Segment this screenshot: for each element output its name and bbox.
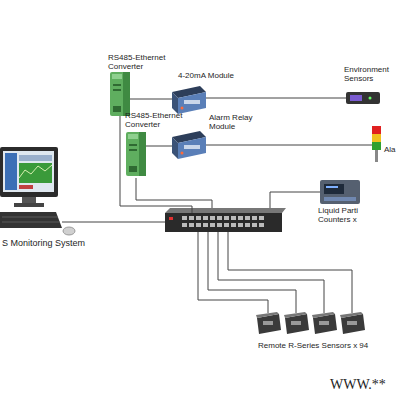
- converter-module: RS485-Ethernet Converter: [126, 132, 146, 178]
- workstation: S Monitoring System: [0, 146, 62, 230]
- device-label: RS485-Ethernet Converter: [108, 54, 172, 72]
- sensor-device: Environment Sensors: [346, 92, 380, 104]
- device-label: Liquid Parti Counters x: [318, 207, 380, 225]
- signal-cable: [206, 145, 372, 146]
- device-label: Remote R-Series Sensors x 94: [258, 342, 368, 351]
- signal-cable: [206, 98, 346, 99]
- io-module: 4-20mA Module: [172, 86, 206, 112]
- signal-cable: [146, 146, 172, 147]
- device-label: RS485-Ethernet Converter: [125, 112, 189, 130]
- device-label: Alarm Relay Module: [209, 114, 259, 132]
- device-label: Ala: [384, 146, 396, 155]
- relay-module: Alarm Relay Module: [172, 130, 206, 160]
- particle-counter: Liquid Parti Counters x: [320, 180, 360, 204]
- watermark: WWW.**: [330, 377, 386, 393]
- device-label: S Monitoring System: [2, 238, 85, 248]
- sensor-group: Remote R-Series Sensors x 94: [252, 308, 380, 338]
- converter-module: RS485-Ethernet Converter: [110, 72, 130, 116]
- device-label: Environment Sensors: [344, 66, 398, 84]
- device-label: 4-20mA Module: [178, 72, 234, 81]
- alarm-beacon: Ala: [372, 126, 381, 162]
- signal-cable: [130, 99, 172, 100]
